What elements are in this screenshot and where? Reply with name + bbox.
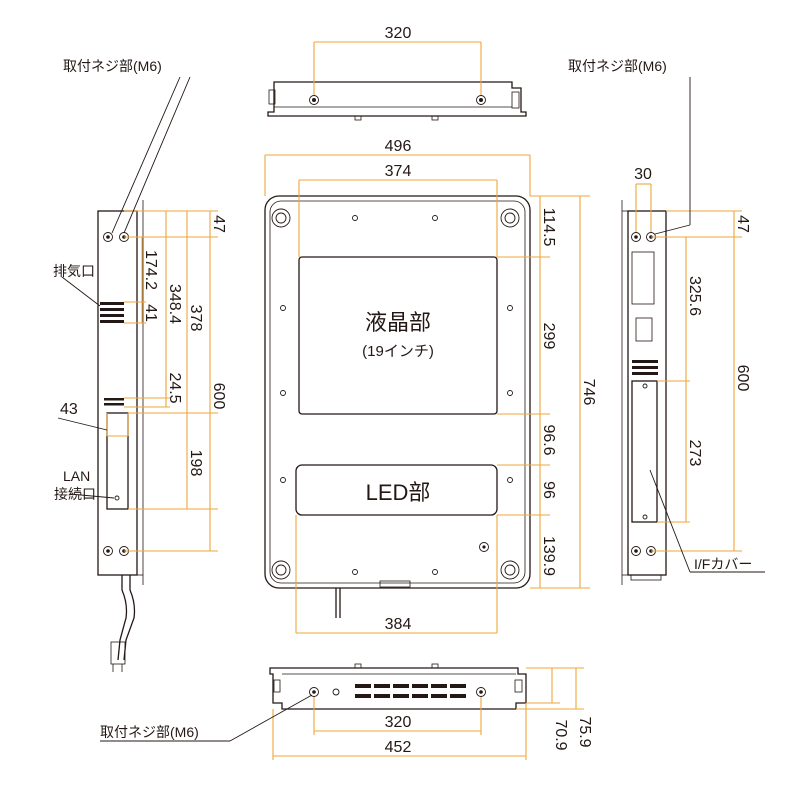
dim-left-24-5: 24.5 [166, 372, 183, 403]
right-side-view: 30 47 325.6 273 600 I/Fカバー [621, 77, 765, 585]
dim-left-348-4: 348.4 [166, 284, 183, 324]
led-area [295, 464, 498, 516]
callout-screw-bottom: 取付ネジ部(M6) [100, 724, 199, 740]
dim-front-496: 496 [385, 138, 412, 155]
dim-front-96: 96 [540, 481, 557, 499]
dim-front-746: 746 [580, 379, 597, 406]
bottom-view: 320 452 75.9 70.9 取付ネジ部(M6) [100, 663, 593, 760]
lan-port-box [106, 412, 129, 510]
dim-front-299: 299 [540, 323, 557, 350]
dim-left-47: 47 [210, 215, 227, 233]
dim-front-114-5: 114.5 [540, 208, 557, 247]
dim-front-374: 374 [385, 163, 412, 180]
dim-left-378: 378 [187, 305, 204, 332]
callout-if-cover: I/Fカバー [694, 556, 752, 572]
dim-left-43: 43 [60, 401, 78, 418]
dim-top-320: 320 [385, 25, 412, 42]
dim-left-41: 41 [142, 304, 159, 322]
dim-rside-273: 273 [686, 440, 703, 467]
dim-bottom-75-9: 75.9 [576, 716, 593, 747]
lcd-sub-label: (19インチ) [362, 343, 434, 360]
if-cover [631, 380, 658, 523]
lcd-label: 液晶部 [365, 310, 431, 335]
dim-front-96-6: 96.6 [540, 424, 557, 455]
dim-bottom-70-9: 70.9 [552, 719, 569, 750]
dim-front-384: 384 [385, 616, 412, 633]
left-side-view: 47 174.2 41 348.4 378 24.5 198 600 43 排気… [53, 76, 227, 672]
led-label: LED部 [366, 480, 431, 505]
dim-front-139-9: 139.9 [540, 536, 557, 576]
dim-bottom-320: 320 [385, 714, 412, 731]
top-view: 320 取付ネジ部(M6) 取付ネジ部(M6) [63, 25, 667, 121]
callout-screw-top-right: 取付ネジ部(M6) [568, 58, 667, 74]
dim-left-174-2: 174.2 [142, 250, 159, 290]
dim-left-198: 198 [187, 450, 204, 477]
dim-rside-600: 600 [734, 365, 751, 392]
callout-lan-line2: 接続口 [54, 486, 96, 502]
dim-left-600: 600 [210, 383, 227, 410]
callout-exhaust: 排気口 [53, 263, 95, 279]
dim-rside-325-6: 325.6 [686, 276, 703, 316]
callout-lan-line1: LAN [63, 468, 90, 484]
dim-bottom-452: 452 [385, 739, 412, 756]
front-view: 液晶部 (19インチ) LED部 496 374 384 11 [264, 138, 597, 634]
dim-rside-47: 47 [734, 215, 751, 233]
dim-rside-30: 30 [634, 166, 652, 183]
lcd-area [298, 256, 498, 415]
callout-screw-top-left: 取付ネジ部(M6) [63, 58, 162, 74]
